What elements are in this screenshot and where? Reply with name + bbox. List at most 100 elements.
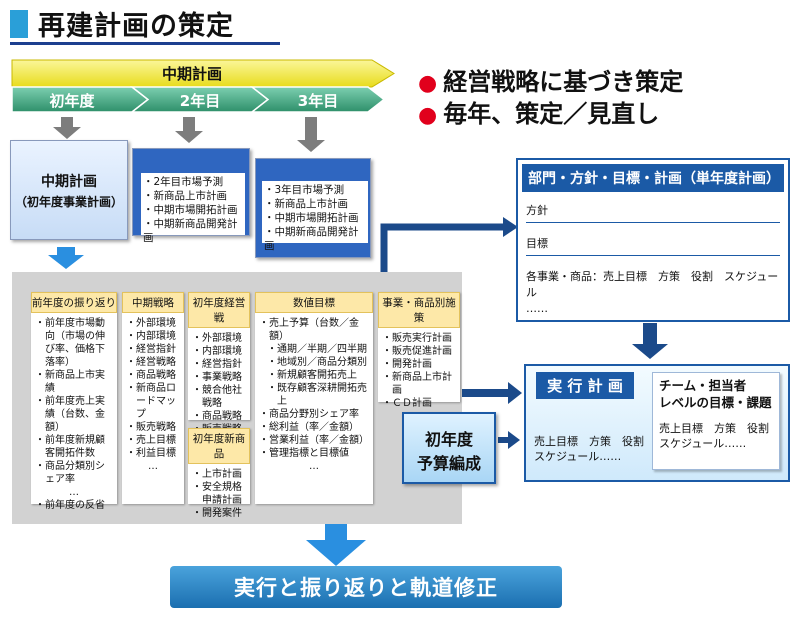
list-item: 経営戦略 (126, 356, 180, 369)
timeline-year-3: 3年目 (297, 92, 339, 110)
list-item: 総利益（率／金額） (259, 421, 369, 434)
list-item: 外部環境 (192, 332, 246, 345)
red-dot-icon: ● (418, 103, 438, 128)
list-item: 販売実行計画 (382, 332, 456, 345)
down-arrow-icon (306, 524, 366, 566)
execution-plan-line: 売上目標 方策 役割 (534, 435, 644, 448)
list-item: 新商品ロードマップ (126, 382, 180, 421)
down-arrow-icon (48, 247, 84, 269)
team-goals-title-line: チーム・担当者 (659, 378, 747, 393)
team-goals-box: チーム・担当者 レベルの目標・課題 売上目標 方策 役割 スケジュール…… (652, 372, 780, 470)
list-item: 3年目市場予測 (264, 183, 366, 197)
execution-plan-text: 売上目標 方策 役割 スケジュール…… (534, 434, 644, 464)
list-item: 新規顧客開拓売上 (259, 369, 369, 382)
list-item: 新商品上市計画 (143, 189, 243, 203)
list-item: 競合他社戦略 (192, 384, 246, 410)
year3-chevron (249, 86, 386, 113)
column-header: 事業・商品別施策 (378, 292, 460, 328)
list-item: 既存顧客深耕開拓売上 (259, 382, 369, 408)
department-plan-header: 部門・方針・目標・計画（単年度計画） (522, 164, 784, 192)
year2-plan-list: 2年目市場予測 新商品上市計画 中期市場開拓計画 中期新商品開発計画 (143, 175, 243, 245)
list-item: 通期／半期／四半期 (259, 343, 369, 356)
column-header: 前年度の振り返り (31, 292, 117, 313)
execution-plan-line: スケジュール…… (534, 450, 622, 463)
footer-text: 実行と振り返りと軌道修正 (234, 576, 498, 600)
right-arrow-icon (498, 431, 520, 449)
list-item: 前年度新規顧客開拓件数 (35, 434, 113, 460)
bullet-text: 毎年、策定／見直し (443, 100, 660, 128)
team-goals-line: スケジュール…… (659, 437, 747, 450)
column-header: 初年度経営戦 (188, 292, 250, 328)
list-item: 開発案件 (192, 507, 246, 520)
down-arrow-icon (297, 117, 325, 152)
first-year-plan-doc: 中期計画 （初年度事業計画） (10, 140, 128, 240)
list-item: 商品分類別シェア率 (35, 460, 113, 486)
column-review: 前年度の振り返り 前年度市場動向（市場の伸び率、価格下落率） 新商品上市実績 前… (31, 292, 117, 511)
column-product-measures: 事業・商品別施策 販売実行計画 販売促進計画 開発計画 新商品上市計画 ＣＤ計画 (378, 292, 460, 409)
down-arrow-icon (175, 117, 203, 143)
mid-term-plan-bar (11, 59, 395, 88)
list-item: 開発計画 (382, 358, 456, 371)
doc-title: 中期計画 (41, 174, 97, 190)
budget-box: 初年度 予算編成 (402, 412, 496, 484)
list-item: 上市計画 (192, 468, 246, 481)
list-item: 商品分野別シェア率 (259, 408, 369, 421)
department-plan-row: 各事業・商品：売上目標 方策 役割 スケジュール (526, 270, 779, 299)
list-item: 売上目標 (126, 434, 180, 447)
year3-plan-panel: 3年目市場予測 新商品上市計画 中期市場開拓計画 中期新商品開発計画 (262, 181, 368, 252)
list-item: 内部環境 (192, 345, 246, 358)
column-list: 外部環境 内部環境 経営指針 事業戦略 競合他社戦略 商品戦略 販売戦略 (188, 328, 250, 440)
list-item: 管理指標と目標値 (259, 447, 369, 460)
list-item: ＣＤ計画 (382, 397, 456, 410)
team-goals-title-line: レベルの目標・課題 (659, 395, 772, 410)
list-item: … (309, 461, 319, 472)
list-item: 外部環境 (126, 317, 180, 330)
budget-line2: 予算編成 (416, 454, 481, 473)
column-list: 販売実行計画 販売促進計画 開発計画 新商品上市計画 ＣＤ計画 (378, 328, 460, 414)
team-goals-title: チーム・担当者 レベルの目標・課題 (653, 373, 779, 411)
list-item: 新商品上市実績 (35, 369, 113, 395)
year2-plan-panel: 2年目市場予測 新商品上市計画 中期市場開拓計画 中期新商品開発計画 (141, 173, 245, 244)
list-item: 営業利益（率／金額） (259, 434, 369, 447)
column-mid-strategy: 中期戦略 外部環境 内部環境 経営指針 経営戦略 商品戦略 新商品ロードマップ … (122, 292, 184, 504)
column-list: 上市計画 安全規格申請計画 開発案件 (188, 464, 250, 524)
red-dot-icon: ● (418, 71, 438, 96)
execution-plan-panel: 実 行 計 画 売上目標 方策 役割 スケジュール…… チーム・担当者 レベルの… (524, 364, 790, 482)
list-item: 前年度売上実績（台数、金額） (35, 395, 113, 434)
list-item: … (69, 487, 79, 498)
column-header: 数値目標 (255, 292, 373, 313)
timeline-year-2: 2年目 (179, 92, 221, 110)
department-plan-row: 方針 (526, 202, 780, 223)
list-item: 安全規格申請計画 (192, 481, 246, 507)
bullet-strategy: ●経営戦略に基づき策定 (418, 62, 683, 97)
timeline-year-1: 初年度 (49, 92, 95, 110)
list-item: 内部環境 (126, 330, 180, 343)
list-item: 中期新商品開発計画 (264, 225, 366, 253)
title-marker (10, 10, 28, 38)
column-numeric-targets: 数値目標 売上予算（台数／金額） 通期／半期／四半期 地域別／商品分類別 新規顧… (255, 292, 373, 504)
down-arrow-icon (632, 323, 668, 359)
list-item: 販売戦略 (126, 421, 180, 434)
team-goals-line: 売上目標 方策 役割 (659, 422, 769, 435)
list-item: 前年度の反省 (35, 499, 113, 512)
column-header: 中期戦略 (122, 292, 184, 313)
list-item: 2年目市場予測 (143, 175, 243, 189)
list-item: 中期新商品開発計画 (143, 217, 243, 245)
year3-plan-list: 3年目市場予測 新商品上市計画 中期市場開拓計画 中期新商品開発計画 (264, 183, 366, 253)
column-first-year-products: 初年度新商品 上市計画 安全規格申請計画 開発案件 (188, 428, 250, 519)
doc-subtitle: （初年度事業計画） (14, 195, 123, 209)
column-list: 外部環境 内部環境 経営指針 経営戦略 商品戦略 新商品ロードマップ 販売戦略 … (122, 313, 184, 477)
list-item: 商品戦略 (126, 369, 180, 382)
column-list: 売上予算（台数／金額） 通期／半期／四半期 地域別／商品分類別 新規顧客開拓売上… (255, 313, 373, 477)
list-item: 経営指針 (192, 358, 246, 371)
list-item: 経営指針 (126, 343, 180, 356)
list-item: 前年度市場動向（市場の伸び率、価格下落率） (35, 317, 113, 369)
year2-plan-doc: 2年目市場予測 新商品上市計画 中期市場開拓計画 中期新商品開発計画 (132, 148, 250, 244)
title-underline (10, 42, 280, 45)
list-item: 商品戦略 (192, 410, 246, 423)
list-item: 新商品上市計画 (382, 371, 456, 397)
list-item: 事業戦略 (192, 371, 246, 384)
year3-plan-doc: 3年目市場予測 新商品上市計画 中期市場開拓計画 中期新商品開発計画 (255, 158, 371, 258)
list-item: 地域別／商品分類別 (259, 356, 369, 369)
